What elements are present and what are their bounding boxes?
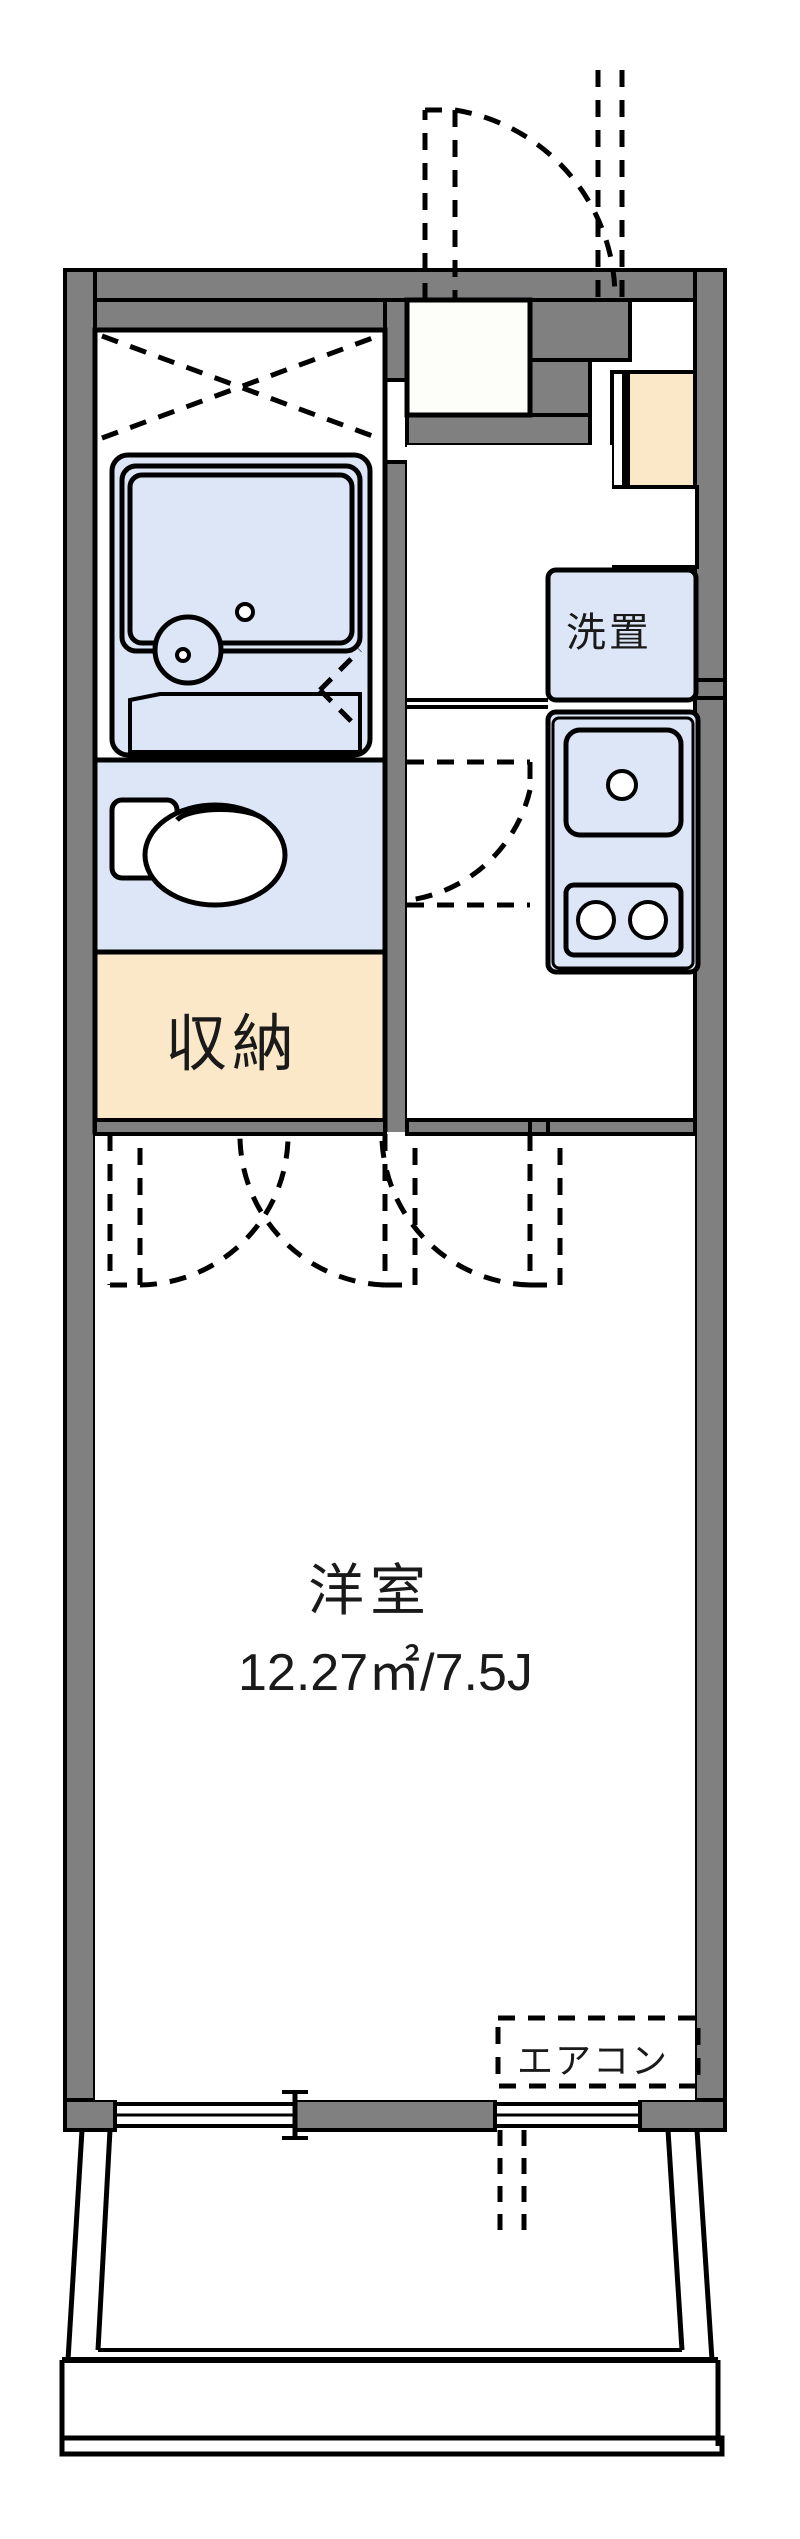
laundry-area [545, 567, 699, 703]
interior-walls [93, 297, 727, 1144]
bath-exit-marker [318, 648, 362, 732]
bath-door-sliding [101, 333, 379, 441]
closet-door-swing-right [237, 1134, 418, 1288]
kitchen-unit [545, 709, 701, 975]
toilet-room [92, 757, 388, 955]
closet-door-swing-left [107, 1134, 291, 1288]
closet-area [92, 949, 388, 1135]
toilet-door-swing [407, 759, 533, 908]
air-conditioner-icon [495, 2015, 701, 2089]
closet-label: 収納 [165, 1010, 300, 1079]
main-room-name-label: 洋室 [308, 1559, 432, 1622]
balcony-sliding-window [113, 2090, 642, 2140]
entrance-door-swing [422, 107, 618, 300]
toilet-icon [142, 802, 288, 908]
balcony-window-jambs [497, 2130, 527, 2240]
balcony-area [59, 2129, 725, 2457]
unit-bath [92, 327, 388, 763]
entrance-jamb-lines [595, 70, 625, 300]
air-conditioner-label: エアコン [517, 2040, 670, 2081]
washing-machine-icon [545, 567, 699, 703]
laundry-label: 洗置 [566, 611, 652, 655]
corridor-door-swing [379, 1134, 563, 1288]
main-room-area-label: 12.27㎡/7.5J [238, 1644, 533, 1702]
main-room-area [93, 1118, 697, 2100]
